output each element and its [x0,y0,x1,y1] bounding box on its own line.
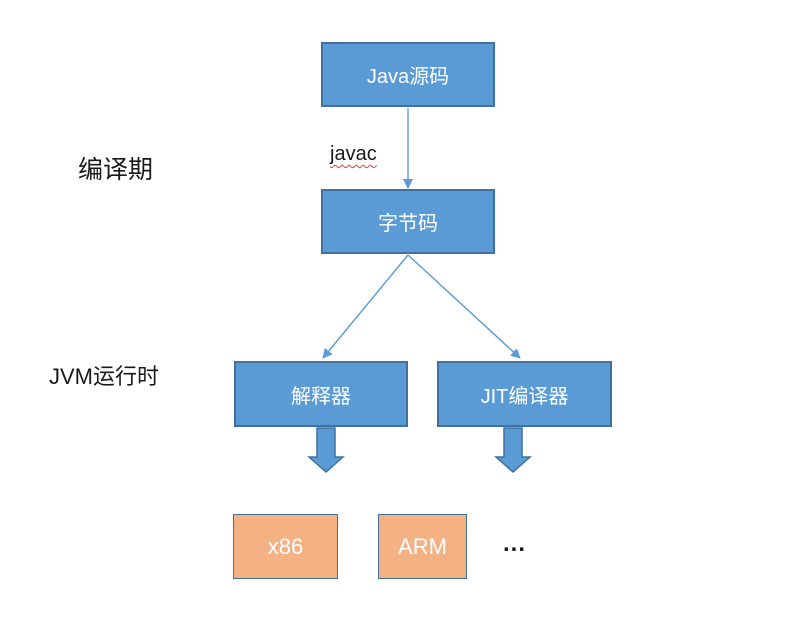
node-java-source: Java源码 [321,42,495,107]
arrow-bytecode-to-interpreter [322,254,409,359]
stage-label-compile-time: 编译期 [78,156,154,184]
node-bytecode: 字节码 [321,189,495,254]
edge-label-javac: javac [330,143,377,165]
node-interpreter: 解释器 [234,361,408,427]
arrow-bytecode-to-jit-compiler [407,254,521,359]
node-x86: x86 [233,514,338,579]
node-jit-compiler: JIT编译器 [437,361,612,427]
stage-label-jvm-runtime: JVM运行时 [49,364,160,389]
node-arm: ARM [378,514,467,579]
more-architectures-indicator: ... [503,530,527,557]
block-arrow-interpreter-to-hardware [307,427,345,474]
block-arrow-jit-to-hardware [494,427,532,474]
